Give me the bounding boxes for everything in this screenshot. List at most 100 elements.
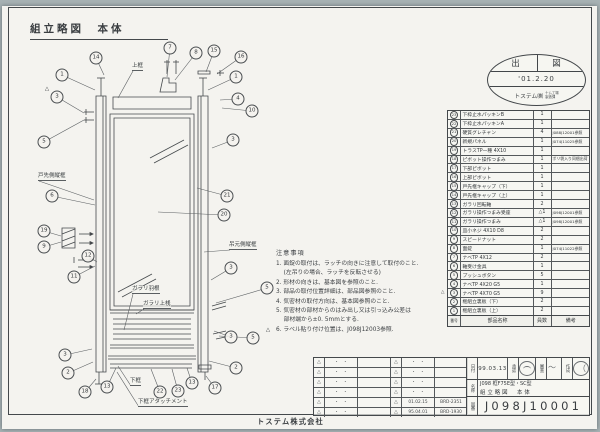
- part-name: プッシュボタン: [461, 271, 534, 280]
- part-remark: J074J11022参照: [552, 245, 583, 251]
- callout-balloon: 17: [208, 381, 222, 395]
- part-number-circle: 10: [449, 226, 459, 235]
- title-block-date-row: 日付 99.03.13 承認 審査 作成: [467, 358, 589, 379]
- callout-balloon: 7: [163, 41, 177, 55]
- part-number-circle: 20: [449, 137, 459, 146]
- date-value: 99.03.13: [478, 358, 508, 379]
- callout-balloon: 20: [217, 208, 231, 222]
- part-number: 21: [448, 128, 461, 137]
- part-name: ピボット操作つまみ: [461, 155, 534, 164]
- revision-doc: [435, 358, 467, 367]
- part-number-circle: 17: [449, 164, 459, 173]
- callout-balloon: 12: [81, 249, 95, 263]
- release-stamp: 出 図 '01.2.20 トステム㈱ 十ム工場 製造課: [487, 54, 586, 106]
- revision-doc: BRD-1930: [440, 410, 462, 415]
- part-name: 戸先框キャップ（上）: [461, 191, 534, 200]
- revision-date: ・ ・: [402, 378, 435, 387]
- part-number: 8: [448, 244, 461, 253]
- part-number-circle: 1: [449, 306, 459, 315]
- part-name: ナベTP 4X70 G5: [461, 289, 534, 298]
- drawing-label: ガラリ羽根: [132, 286, 160, 294]
- revision-doc: [358, 358, 390, 367]
- revision-date: ・ ・: [325, 368, 358, 377]
- part-qty: 1: [534, 244, 552, 253]
- part-qty: △1: [534, 208, 552, 217]
- part-number-circle: 4: [449, 280, 459, 289]
- name-label: 名称: [467, 380, 478, 396]
- part-qty: △1: [534, 217, 552, 226]
- callout-balloon: 3: [224, 261, 238, 275]
- callout-balloon: 21: [220, 189, 234, 203]
- callout-balloon: 2: [61, 366, 75, 380]
- callout-balloon: 3: [224, 330, 238, 344]
- part-qty: 2: [534, 298, 552, 306]
- callout-balloon: 5: [260, 281, 274, 295]
- header-qty: 員数: [534, 315, 552, 326]
- stamp-factory-line1: 十ム工場: [545, 90, 559, 95]
- part-qty: 1: [534, 155, 552, 164]
- part-number: 9: [448, 235, 461, 244]
- stamp-char-right: 図: [552, 59, 562, 69]
- review-stamp: [547, 358, 561, 379]
- note-line: (左吊りの場合、ラッチを反転させる): [276, 270, 381, 277]
- part-number: 12: [448, 208, 461, 217]
- part-number: 17: [448, 164, 461, 173]
- revision-row: △・ ・△・ ・: [314, 387, 467, 397]
- part-number: 2: [448, 298, 461, 306]
- part-number-circle: 3: [449, 289, 459, 298]
- revision-doc: BRD-2351: [440, 400, 462, 405]
- callout-balloon: 5: [37, 135, 51, 149]
- part-qty: 1: [534, 119, 552, 128]
- triangle-mark: △: [314, 408, 325, 417]
- part-qty: 1: [534, 164, 552, 173]
- part-qty: 2: [534, 253, 552, 262]
- part-name: ナベTP 4X20 G5: [461, 280, 534, 289]
- callout-balloon: 6: [45, 189, 59, 203]
- part-name: 下部ピボット: [461, 164, 534, 173]
- part-number: 15: [448, 182, 461, 191]
- approve-stamp: [519, 358, 535, 379]
- drawing-border-frame: [8, 7, 592, 415]
- revision-doc: [358, 388, 390, 397]
- drawing-label: 下框アタッチメント: [138, 399, 188, 407]
- triangle-mark: △: [391, 388, 402, 397]
- part-name: 戸先框キャップ（下）: [461, 182, 534, 191]
- revision-rows: △・ ・△・ ・△・ ・△・ ・△・ ・△・ ・△・ ・△・ ・△・ ・△01.…: [314, 358, 467, 417]
- part-name: 上部ピボット: [461, 173, 534, 182]
- revision-row: △・ ・△・ ・: [314, 358, 467, 367]
- part-number-circle: 18: [449, 155, 459, 164]
- part-number: 11: [448, 217, 461, 226]
- stamp-company: トステム㈱: [514, 94, 544, 100]
- part-number-circle: 11: [449, 217, 459, 226]
- triangle-mark: △: [391, 358, 402, 367]
- callout-balloon: 8: [189, 46, 203, 60]
- triangle-mark: △: [391, 408, 402, 417]
- part-number-circle: 9: [449, 235, 459, 244]
- part-number-circle: 14: [449, 191, 459, 200]
- create-cell: 作成: [562, 358, 589, 379]
- revision-group-right: △・ ・: [390, 388, 467, 397]
- header-remark: 備考: [565, 318, 576, 325]
- stamp-company-row: トステム㈱ 十ム工場 製造課: [488, 87, 585, 104]
- part-number: 19: [448, 146, 461, 155]
- part-number-circle: 6: [449, 262, 459, 271]
- callout-balloon: 11: [67, 270, 81, 284]
- part-name: 硬質グレチャン: [461, 128, 534, 137]
- drawing-label: 上框: [132, 63, 144, 71]
- part-number: 7: [448, 253, 461, 262]
- callout-balloon: 23: [171, 384, 185, 398]
- approval-cell: 承認: [508, 358, 536, 379]
